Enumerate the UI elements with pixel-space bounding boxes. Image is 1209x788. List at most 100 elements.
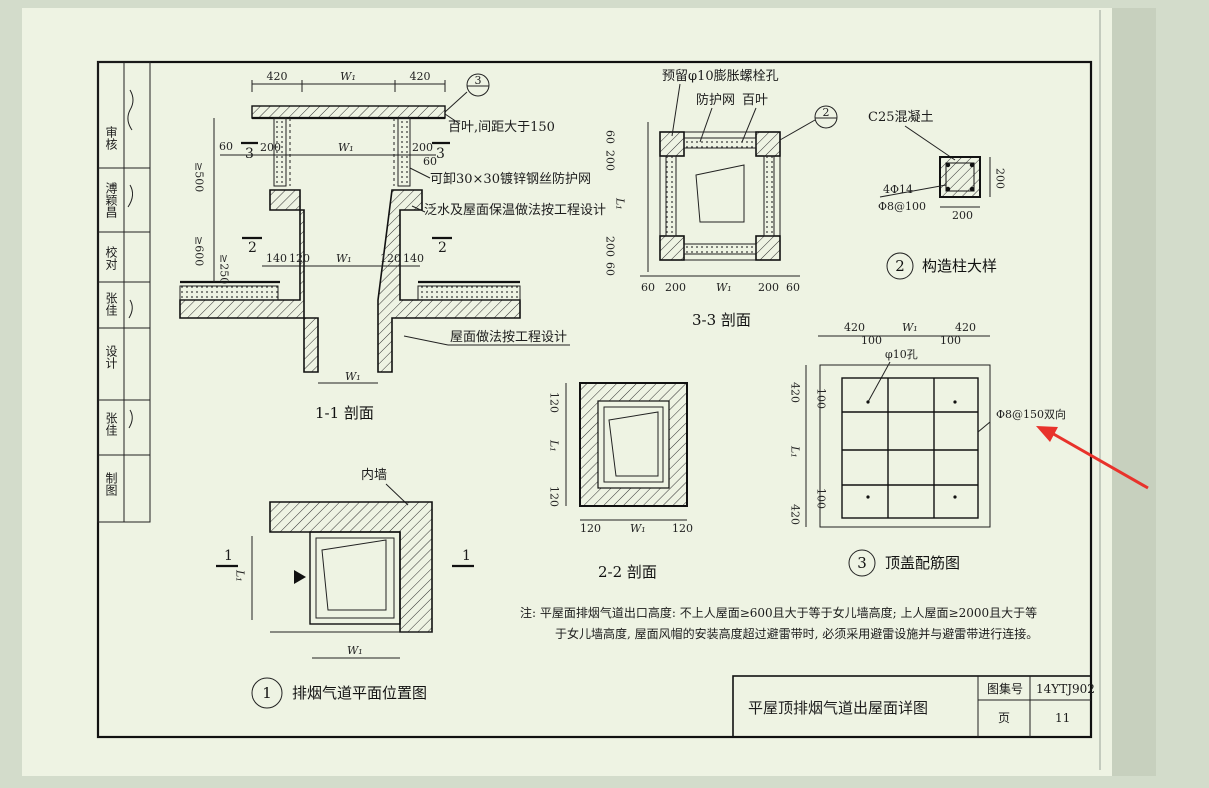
detail-2-column: C25混凝土 4Φ14 Φ8@100 200 200 2 构造柱大样 [868, 109, 1007, 280]
note-line-2: 于女儿墙高度, 屋面风帽的安装高度超过避雷带时, 必须采用避雷设施并与避雷带进行… [555, 626, 1038, 641]
dim-w1-top: W₁ [340, 70, 356, 83]
dim-33-60-top: 60 [604, 130, 617, 144]
dim-33-60-r: 60 [786, 281, 800, 294]
title-block: 平屋顶排烟气道出屋面详图 图集号 14YTJ902 页 11 [732, 675, 1095, 738]
note-line-1: 注: 平屋面排烟气道出口高度: 不上人屋面≥600且大于等于女儿墙高度; 上人屋… [520, 605, 1037, 620]
mark-2-left: 2 [248, 240, 257, 256]
plan-1-num: 1 [262, 684, 272, 702]
note-phi8-150: Φ8@150双向 [996, 407, 1066, 421]
red-arrow-icon [1036, 426, 1149, 490]
sidebar-cell-3: 校对 [104, 245, 118, 270]
dim-420-right: 420 [410, 70, 431, 83]
note-33-mesh: 防护网 [696, 92, 735, 108]
level-600: ≥600 [193, 236, 206, 266]
sidebar-cell-7: 制图 [104, 472, 118, 496]
dim-d3-w1: W₁ [902, 321, 918, 334]
dim-d3-100-r: 100 [940, 334, 961, 347]
dim-33-200-bottom: 200 [604, 236, 617, 257]
dim-200-right: 200 [412, 141, 433, 154]
caption-detail-2: 构造柱大样 [922, 257, 997, 275]
mark-2-right: 2 [438, 240, 447, 256]
note-c25: C25混凝土 [868, 109, 934, 125]
note-33-louver: 百叶 [742, 93, 768, 108]
detail-3-num: 3 [857, 554, 867, 572]
sidebar-cell-4: 张佳 [104, 292, 118, 316]
note-phi8-100: Φ8@100 [878, 200, 926, 213]
dim-22-120-l: 120 [580, 522, 601, 535]
atlas-label: 图集号 [987, 681, 1023, 696]
dim-60-left: 60 [219, 140, 233, 153]
callout-3 [466, 73, 490, 97]
sidebar-cell-1: 审核 [104, 125, 118, 150]
note-phi10-hole: φ10孔 [885, 348, 918, 361]
dim-60-right: 60 [423, 155, 437, 168]
dim-140-right: 140 [403, 252, 424, 265]
atlas-value: 14YTJ902 [1036, 682, 1095, 696]
title-text: 平屋顶排烟气道出屋面详图 [748, 699, 928, 717]
callout-3-label: 3 [475, 74, 482, 87]
caption-1-1: 1-1 剖面 [315, 404, 374, 422]
detail-3-cover: 420 W₁ 420 100 100 φ10孔 420 100 L₁ 100 4… [789, 321, 1066, 577]
dim-d3-420-top: 420 [789, 382, 802, 403]
mark-3-left: 3 [245, 146, 254, 162]
dim-d3-420-bottom: 420 [789, 504, 802, 525]
dim-200-left: 200 [260, 141, 281, 154]
sidebar-cell-6: 张佳 [104, 412, 118, 436]
note-flashing: 泛水及屋面保温做法按工程设计 [424, 203, 606, 218]
dim-120-left: 120 [289, 252, 310, 265]
caption-2-2: 2-2 剖面 [598, 563, 657, 581]
note-mesh: 可卸30×30镀锌钢丝防护网 [430, 171, 591, 187]
paper [22, 8, 1112, 776]
caption-3-3: 3-3 剖面 [692, 311, 751, 329]
caption-plan-1: 排烟气道平面位置图 [292, 684, 427, 702]
dim-w1-bottom: W₁ [345, 370, 361, 383]
level-250: ≥250 [218, 254, 231, 284]
svg-text:W₁: W₁ [336, 252, 352, 265]
dim-d3-420-l: 420 [844, 321, 865, 334]
dim-120-right: 120 [380, 252, 401, 265]
dim-d3-420-r: 420 [955, 321, 976, 334]
note-roof: 屋面做法按工程设计 [450, 330, 567, 345]
dim-420-left: 420 [267, 70, 288, 83]
page-label: 页 [998, 711, 1010, 725]
mark-1-right: 1 [462, 548, 471, 564]
note-bolt-hole: 预留φ10膨胀螺栓孔 [662, 69, 779, 84]
dim-d3-100-top: 100 [815, 388, 828, 409]
dim-22-120-top: 120 [548, 392, 561, 413]
dim-33-l1: L₁ [614, 197, 627, 210]
dim-d3-100-bottom: 100 [815, 488, 828, 509]
plan-1: 内墙 1 1 L₁ W₁ 1 排烟气道平面位置图 [216, 467, 474, 709]
mark-1-left: 1 [224, 548, 233, 564]
dim-33-200-r: 200 [758, 281, 779, 294]
dim-33-60-l: 60 [641, 281, 655, 294]
sidebar: 审核 溥颖昌 校对 张佳 设计 张佳 制图 [97, 61, 151, 523]
dim-33-200-top: 200 [604, 150, 617, 171]
dim-140-left: 140 [266, 252, 287, 265]
sidebar-cell-2: 溥颖昌 [104, 181, 118, 218]
dim-22-l1: L₁ [548, 439, 561, 452]
page-value: 11 [1055, 711, 1070, 725]
section-2-2: 120 L₁ 120 120 W₁ 120 2-2 剖面 [548, 382, 693, 581]
dim-plan-l1: L₁ [234, 569, 247, 582]
sidebar-cell-5: 设计 [104, 345, 118, 369]
dim-22-120-bottom: 120 [548, 486, 561, 507]
dim-22-w1: W₁ [630, 522, 646, 535]
callout-2: 2 [823, 106, 830, 119]
section-1-1: 420 W₁ 420 3 60 200 W₁ 200 60 3 3 2 2 [179, 70, 606, 422]
dim-33-200-l: 200 [665, 281, 686, 294]
caption-detail-3: 顶盖配筋图 [885, 554, 960, 572]
mark-3-right: 3 [436, 146, 445, 162]
dim-d2-200-h: 200 [994, 168, 1007, 189]
dim-d3-100-l: 100 [861, 334, 882, 347]
dim-22-120-r: 120 [672, 522, 693, 535]
dim-33-w1: W₁ [716, 281, 732, 294]
dim-d2-200-w: 200 [952, 209, 973, 222]
note-louver: 百叶,间距大于150 [448, 120, 555, 135]
note-inner-wall: 内墙 [361, 467, 387, 483]
level-500: ≥500 [193, 162, 206, 192]
detail-2-num: 2 [895, 257, 905, 275]
dim-plan-w1: W₁ [347, 644, 363, 657]
dim-33-60-bottom: 60 [604, 262, 617, 276]
dim-w1-row2: W₁ [338, 141, 354, 154]
